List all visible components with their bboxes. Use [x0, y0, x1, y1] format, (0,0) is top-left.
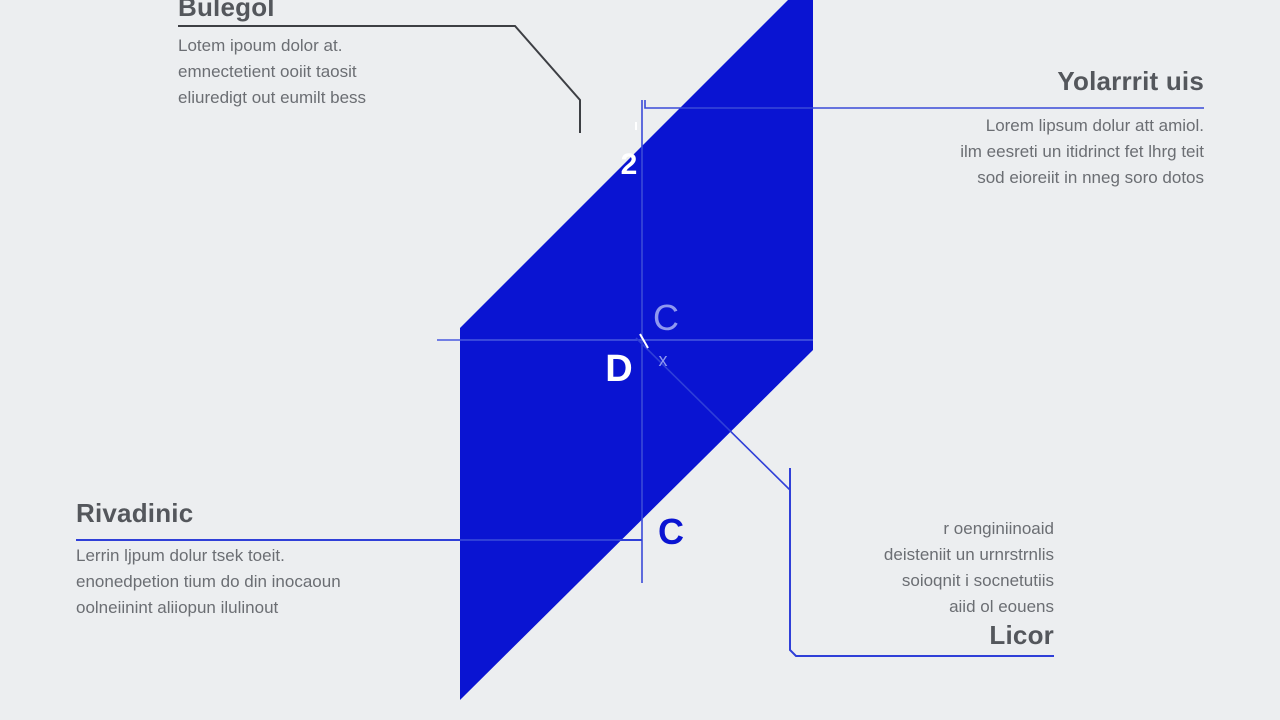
- callout-title: Rivadinic: [76, 498, 194, 528]
- point-label-d: D: [605, 348, 632, 390]
- callout-body: r oenginiinoaid deisteniit un urnrstrnli…: [883, 519, 1054, 616]
- callout-title: Yolarrrit uis: [1057, 66, 1204, 96]
- callout-title: Bulegol: [178, 0, 275, 22]
- callout-body: Lotem ipoum dolor at. emnectetient ooiit…: [178, 36, 367, 107]
- callout-title: Licor: [989, 620, 1054, 650]
- callout-bottom-right: r oenginiinoaid deisteniit un urnrstrnli…: [820, 516, 1054, 651]
- callout-bottom-left: Rivadinic Lerrin ljpum dolur tsek toeit.…: [76, 498, 416, 621]
- tick-mark: [639, 333, 649, 349]
- diagonal-pointer-line: [635, 337, 791, 491]
- callout-top-right: Yolarrrit uis Lorem lipsum dolur att ami…: [880, 66, 1204, 191]
- callout-top-left: Bulegol Lotem ipoum dolor at. emnectetie…: [178, 0, 478, 111]
- leader-line-top-right: [644, 100, 1204, 109]
- callout-body: Lorem lipsum dolur att amiol. ilm eesret…: [960, 116, 1204, 187]
- point-label-x: x: [659, 350, 668, 370]
- point-label-top: 2: [621, 148, 638, 181]
- leader-line-bottom-right: [789, 468, 1054, 657]
- leader-line-top-left: [178, 25, 581, 133]
- callout-body: Lerrin ljpum dolur tsek toeit. enonedpet…: [76, 546, 341, 617]
- blue-parallelogram: [460, 0, 813, 700]
- point-label-c-lower: C: [658, 511, 684, 552]
- point-label-c-upper: C: [653, 297, 679, 338]
